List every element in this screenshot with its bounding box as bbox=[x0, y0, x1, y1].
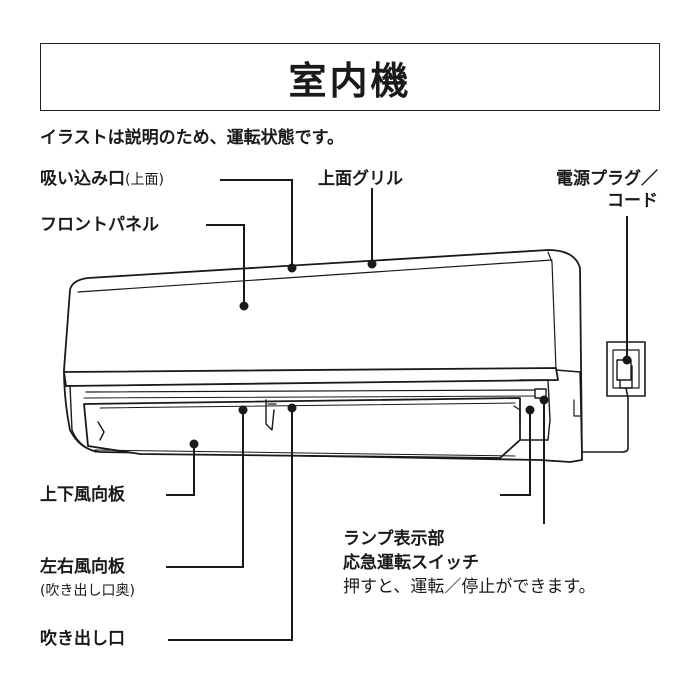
leader-outlet bbox=[168, 408, 293, 641]
leader-vertical-louver bbox=[166, 444, 195, 496]
label-top-grille: 上面グリル bbox=[318, 169, 403, 189]
dot-intake bbox=[287, 263, 297, 273]
label-emergency-switch: 応急運転スイッチ bbox=[343, 553, 479, 573]
label-power-plug: 電源プラグ／ コード bbox=[556, 168, 658, 212]
title-box: 室内機 bbox=[40, 43, 660, 111]
page-title: 室内機 bbox=[288, 58, 412, 103]
label-outlet: 吹き出し口 bbox=[40, 629, 125, 649]
horizontal-louver-blade bbox=[265, 399, 275, 431]
dot-vertical-louver bbox=[189, 439, 199, 449]
label-intake-sub: (上面) bbox=[125, 172, 164, 188]
label-power-plug-line1: 電源プラグ／ bbox=[556, 169, 658, 189]
leader-lamp-display bbox=[500, 410, 531, 496]
dot-power-plug bbox=[622, 355, 632, 365]
label-intake-text: 吸い込み口 bbox=[40, 169, 125, 189]
leader-front-panel bbox=[206, 224, 245, 306]
label-horizontal-louver-sub: (吹き出し口奥) bbox=[40, 583, 135, 599]
label-front-panel: フロントパネル bbox=[40, 215, 159, 235]
dot-emergency-switch bbox=[539, 395, 549, 405]
front-panel bbox=[77, 259, 553, 293]
power-cord bbox=[581, 387, 629, 453]
dot-front-panel bbox=[239, 301, 249, 311]
label-horizontal-louver: 左右風向板 bbox=[40, 557, 125, 577]
caption: イラストは説明のため、運転状態です。 bbox=[40, 128, 344, 148]
leader-intake bbox=[220, 179, 293, 268]
dot-outlet bbox=[287, 403, 297, 413]
label-vertical-louver: 上下風向板 bbox=[40, 485, 125, 505]
label-emergency-note: 押すと、運転／停止ができます。 bbox=[343, 577, 596, 597]
label-lamp-display: ランプ表示部 bbox=[343, 529, 445, 549]
label-intake: 吸い込み口(上面) bbox=[40, 168, 164, 191]
leader-horizontal-louver bbox=[166, 410, 244, 568]
dot-horizontal-louver bbox=[238, 405, 248, 415]
dot-lamp-display bbox=[525, 405, 535, 415]
dot-top-grille bbox=[367, 259, 377, 269]
label-power-plug-line2: コード bbox=[607, 191, 658, 211]
